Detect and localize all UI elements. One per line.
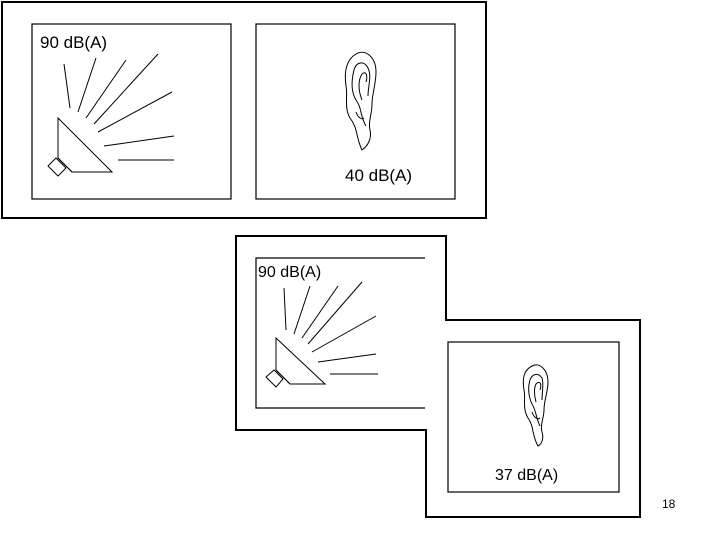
upper-receiver-level-label: 40 dB(A) bbox=[345, 166, 412, 185]
lower-source-level-label: 90 dB(A) bbox=[258, 264, 321, 281]
upper-sound-rays-icon bbox=[63, 53, 175, 161]
upper-source-level-label: 90 dB(A) bbox=[40, 33, 107, 52]
lower-receiver-room bbox=[447, 341, 620, 493]
lower-figure: 90 dB(A) 37 dB(A) bbox=[235, 235, 641, 518]
page-number: 18 bbox=[662, 497, 676, 511]
upper-outer-frame bbox=[1, 1, 487, 219]
lower-ear-icon bbox=[522, 364, 549, 447]
upper-receiver-room bbox=[255, 23, 456, 200]
upper-figure: 90 dB(A) 40 dB(A) bbox=[1, 1, 487, 219]
lower-source-room bbox=[255, 257, 425, 409]
lower-speaker-icon bbox=[265, 336, 327, 388]
upper-speaker-icon bbox=[47, 116, 114, 177]
upper-source-room bbox=[31, 23, 232, 200]
lower-receiver-level-label: 37 dB(A) bbox=[495, 467, 558, 484]
lower-outer-enclosure bbox=[235, 235, 641, 518]
upper-ear-icon bbox=[344, 51, 377, 151]
lower-sound-rays-icon bbox=[283, 281, 378, 375]
